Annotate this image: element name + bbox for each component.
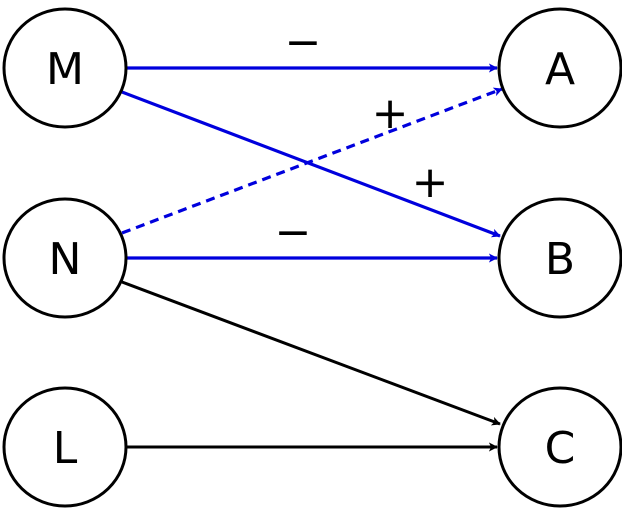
node-n: N bbox=[2, 197, 128, 319]
node-label: N bbox=[49, 234, 82, 285]
node-b: B bbox=[497, 197, 622, 319]
node-label: A bbox=[545, 44, 575, 95]
node-c: C bbox=[497, 386, 622, 508]
node-circle bbox=[497, 386, 622, 508]
edge-n-to-c bbox=[121, 280, 501, 426]
edge-sign-m-a: − bbox=[285, 17, 322, 68]
node-circle bbox=[497, 197, 622, 319]
node-circle bbox=[497, 7, 622, 129]
node-label: C bbox=[545, 423, 576, 474]
edge-sign-m-b: + bbox=[412, 157, 449, 208]
edge-sign-n-a: + bbox=[372, 88, 409, 139]
node-a: A bbox=[497, 7, 622, 129]
node-circle bbox=[2, 386, 128, 508]
node-l: L bbox=[2, 386, 128, 508]
node-label: B bbox=[545, 234, 575, 285]
edge-sign-n-b: − bbox=[275, 207, 312, 258]
edge-m-to-b bbox=[121, 90, 501, 238]
node-circle bbox=[2, 197, 128, 319]
node-label: M bbox=[46, 44, 84, 95]
node-label: L bbox=[53, 423, 78, 474]
edge-n-to-a bbox=[121, 87, 503, 235]
node-m: M bbox=[2, 7, 128, 129]
node-circle bbox=[2, 7, 128, 129]
